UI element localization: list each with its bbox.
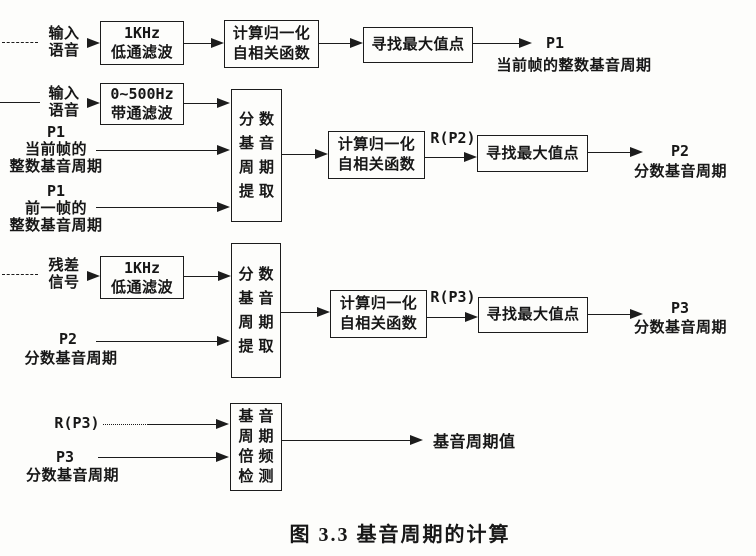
arrowhead xyxy=(87,38,100,48)
figure-caption: 图 3.3 基音周期的计算 xyxy=(289,524,511,546)
flow-line xyxy=(425,157,465,158)
arrowhead xyxy=(211,38,224,48)
arrowhead xyxy=(217,202,230,212)
autocorr-box: 计算归一化 自相关函数 xyxy=(330,290,427,338)
output-p3-desc: 分数基音周期 xyxy=(633,319,727,336)
arrowhead xyxy=(87,98,100,108)
arrowhead xyxy=(630,147,643,157)
autocorr-box: 计算归一化 自相关函数 xyxy=(328,131,425,179)
flow-line xyxy=(148,424,217,425)
flow-line xyxy=(96,341,218,342)
flow-line-dotted xyxy=(103,424,148,425)
lead-line xyxy=(0,102,40,103)
flow-line xyxy=(184,103,218,104)
arrowhead xyxy=(465,312,478,322)
arrowhead xyxy=(350,38,363,48)
lead-dash-line xyxy=(2,274,38,275)
input-p2-desc: 分数基音周期 xyxy=(24,350,118,367)
input-rp3-label: R(P3) xyxy=(54,414,100,432)
find-max-box: 寻找最大值点 xyxy=(478,297,588,333)
arrowhead xyxy=(315,149,328,159)
arrowhead xyxy=(87,271,100,281)
arrowhead xyxy=(218,271,231,281)
input-speech-label: 输入 语音 xyxy=(48,25,80,59)
arrowhead xyxy=(216,452,229,462)
flow-line xyxy=(184,43,213,44)
flow-line xyxy=(281,312,318,313)
arrowhead xyxy=(217,145,230,155)
r-p3-arrow-label: R(P3) xyxy=(430,288,476,306)
flow-line xyxy=(282,154,316,155)
fractional-pitch-extract-box: 分数 基音 周期 提取 xyxy=(231,89,282,222)
input-p3-label: P3 xyxy=(55,448,75,466)
flow-line xyxy=(98,457,217,458)
output-p2-label: P2 xyxy=(670,142,690,160)
lowpass-filter-box: 1KHz 低通滤波 xyxy=(100,256,184,299)
output-p1-label: P1 xyxy=(545,34,565,52)
output-p2-desc: 分数基音周期 xyxy=(633,163,727,180)
flow-line xyxy=(473,43,520,44)
flow-line xyxy=(427,317,466,318)
output-p3-label: P3 xyxy=(670,299,690,317)
output-p1-desc: 当前帧的整数基音周期 xyxy=(496,57,652,74)
input-p1-previous-label: P1 前一帧的 整数基音周期 xyxy=(9,182,103,235)
find-max-box: 寻找最大值点 xyxy=(477,135,588,172)
lead-dash-line xyxy=(2,42,38,43)
flow-line xyxy=(184,276,219,277)
fractional-pitch-extract-box: 分数 基音 周期 提取 xyxy=(231,243,281,378)
r-p2-arrow-label: R(P2) xyxy=(430,129,476,147)
flow-line xyxy=(96,150,218,151)
bandpass-filter-box: 0~500Hz 带通滤波 xyxy=(100,83,184,125)
arrowhead xyxy=(217,336,230,346)
output-pitch-value-label: 基音周期值 xyxy=(433,434,516,451)
find-max-box: 寻找最大值点 xyxy=(363,27,473,63)
arrowhead xyxy=(630,309,643,319)
input-p3-desc: 分数基音周期 xyxy=(25,467,119,484)
lowpass-filter-box: 1KHz 低通滤波 xyxy=(100,21,184,65)
arrowhead xyxy=(217,98,230,108)
arrowhead xyxy=(519,38,532,48)
residual-signal-label: 残差 信号 xyxy=(48,257,80,291)
arrowhead xyxy=(317,307,330,317)
pitch-doubling-detect-box: 基音 周期 倍频 检测 xyxy=(230,403,282,491)
arrowhead xyxy=(216,419,229,429)
autocorr-box: 计算归一化 自相关函数 xyxy=(224,20,319,68)
flow-line xyxy=(588,314,631,315)
flow-line xyxy=(588,152,631,153)
arrowhead xyxy=(464,152,477,162)
input-p2-label: P2 xyxy=(58,330,78,348)
input-p1-current-label: P1 当前帧的 整数基音周期 xyxy=(9,123,103,176)
flow-line xyxy=(96,207,218,208)
flow-line xyxy=(282,440,411,441)
arrowhead xyxy=(410,435,423,445)
input-speech-label: 输入 语音 xyxy=(48,85,80,119)
flow-line xyxy=(319,43,352,44)
